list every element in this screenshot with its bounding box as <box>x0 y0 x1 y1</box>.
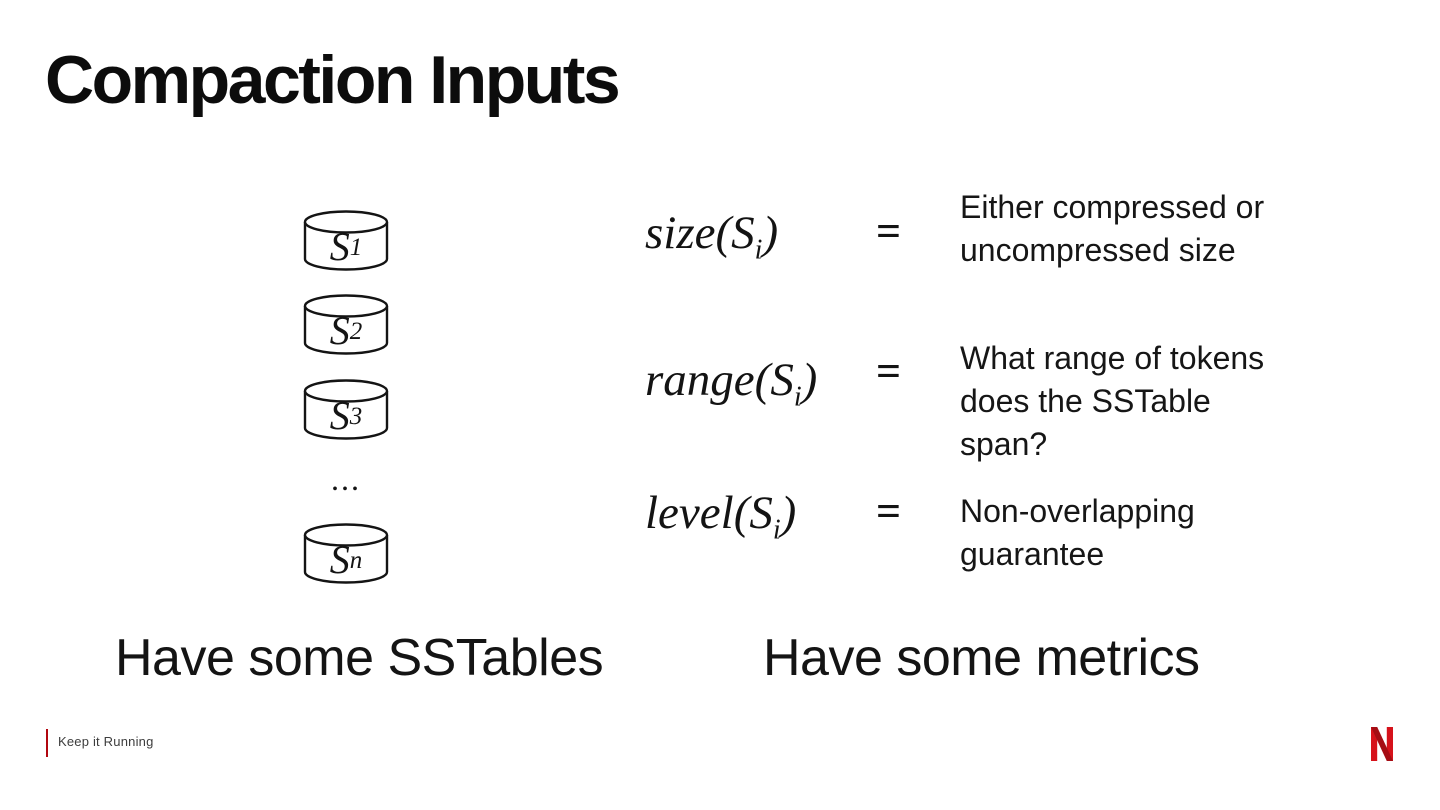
netflix-logo <box>1371 727 1393 761</box>
subscript: i <box>793 381 802 413</box>
equals-sign: = <box>876 487 902 536</box>
symbol: S <box>731 207 755 259</box>
close-paren: ) <box>801 354 818 406</box>
cylinder-icon <box>303 523 389 584</box>
func-name: size <box>645 207 716 259</box>
func-name: level <box>645 487 734 539</box>
metric-description-level: Non-overlapping guarantee <box>960 493 1195 572</box>
caption-metrics: Have some metrics <box>763 629 1200 687</box>
func-name: range <box>645 354 755 406</box>
caption-sstables: Have some SSTables <box>115 629 604 687</box>
symbol: S <box>749 487 773 539</box>
sstable-subscript: 3 <box>349 402 363 430</box>
sstable-symbol: S <box>329 393 350 438</box>
sstable-subscript: n <box>349 546 363 574</box>
sstable-subscript: 1 <box>349 233 363 261</box>
stack-ellipsis: ... <box>331 461 361 497</box>
close-paren: ) <box>780 487 797 539</box>
metric-formula-range: range(Si) <box>645 353 817 414</box>
cylinder-icon <box>303 379 389 440</box>
metric-description-range: What range of tokens does the SSTable sp… <box>960 340 1265 462</box>
equals-sign: = <box>876 207 902 256</box>
close-paren: ) <box>762 207 779 259</box>
open-paren: ( <box>754 354 771 406</box>
open-paren: ( <box>733 487 750 539</box>
metric-formula-size: size(Si) <box>645 206 778 267</box>
footer-tagline: Keep it Running <box>58 734 154 749</box>
subscript: i <box>772 514 781 546</box>
metric-description-size: Either compressed or uncompressed size <box>960 189 1265 268</box>
cylinder-icon <box>303 294 389 355</box>
equals-sign: = <box>876 347 902 396</box>
cylinder-icon <box>303 210 389 271</box>
symbol: S <box>770 354 794 406</box>
subscript: i <box>754 234 763 266</box>
footer-accent-bar <box>46 729 48 757</box>
netflix-n-icon <box>1371 727 1393 761</box>
open-paren: ( <box>715 207 732 259</box>
metric-formula-level: level(Si) <box>645 486 796 547</box>
sstable-subscript: 2 <box>349 317 363 345</box>
sstable-symbol: S <box>329 308 350 353</box>
sstable-symbol: S <box>329 224 350 269</box>
sstable-symbol: S <box>329 537 350 582</box>
slide-title: Compaction Inputs <box>45 42 621 118</box>
